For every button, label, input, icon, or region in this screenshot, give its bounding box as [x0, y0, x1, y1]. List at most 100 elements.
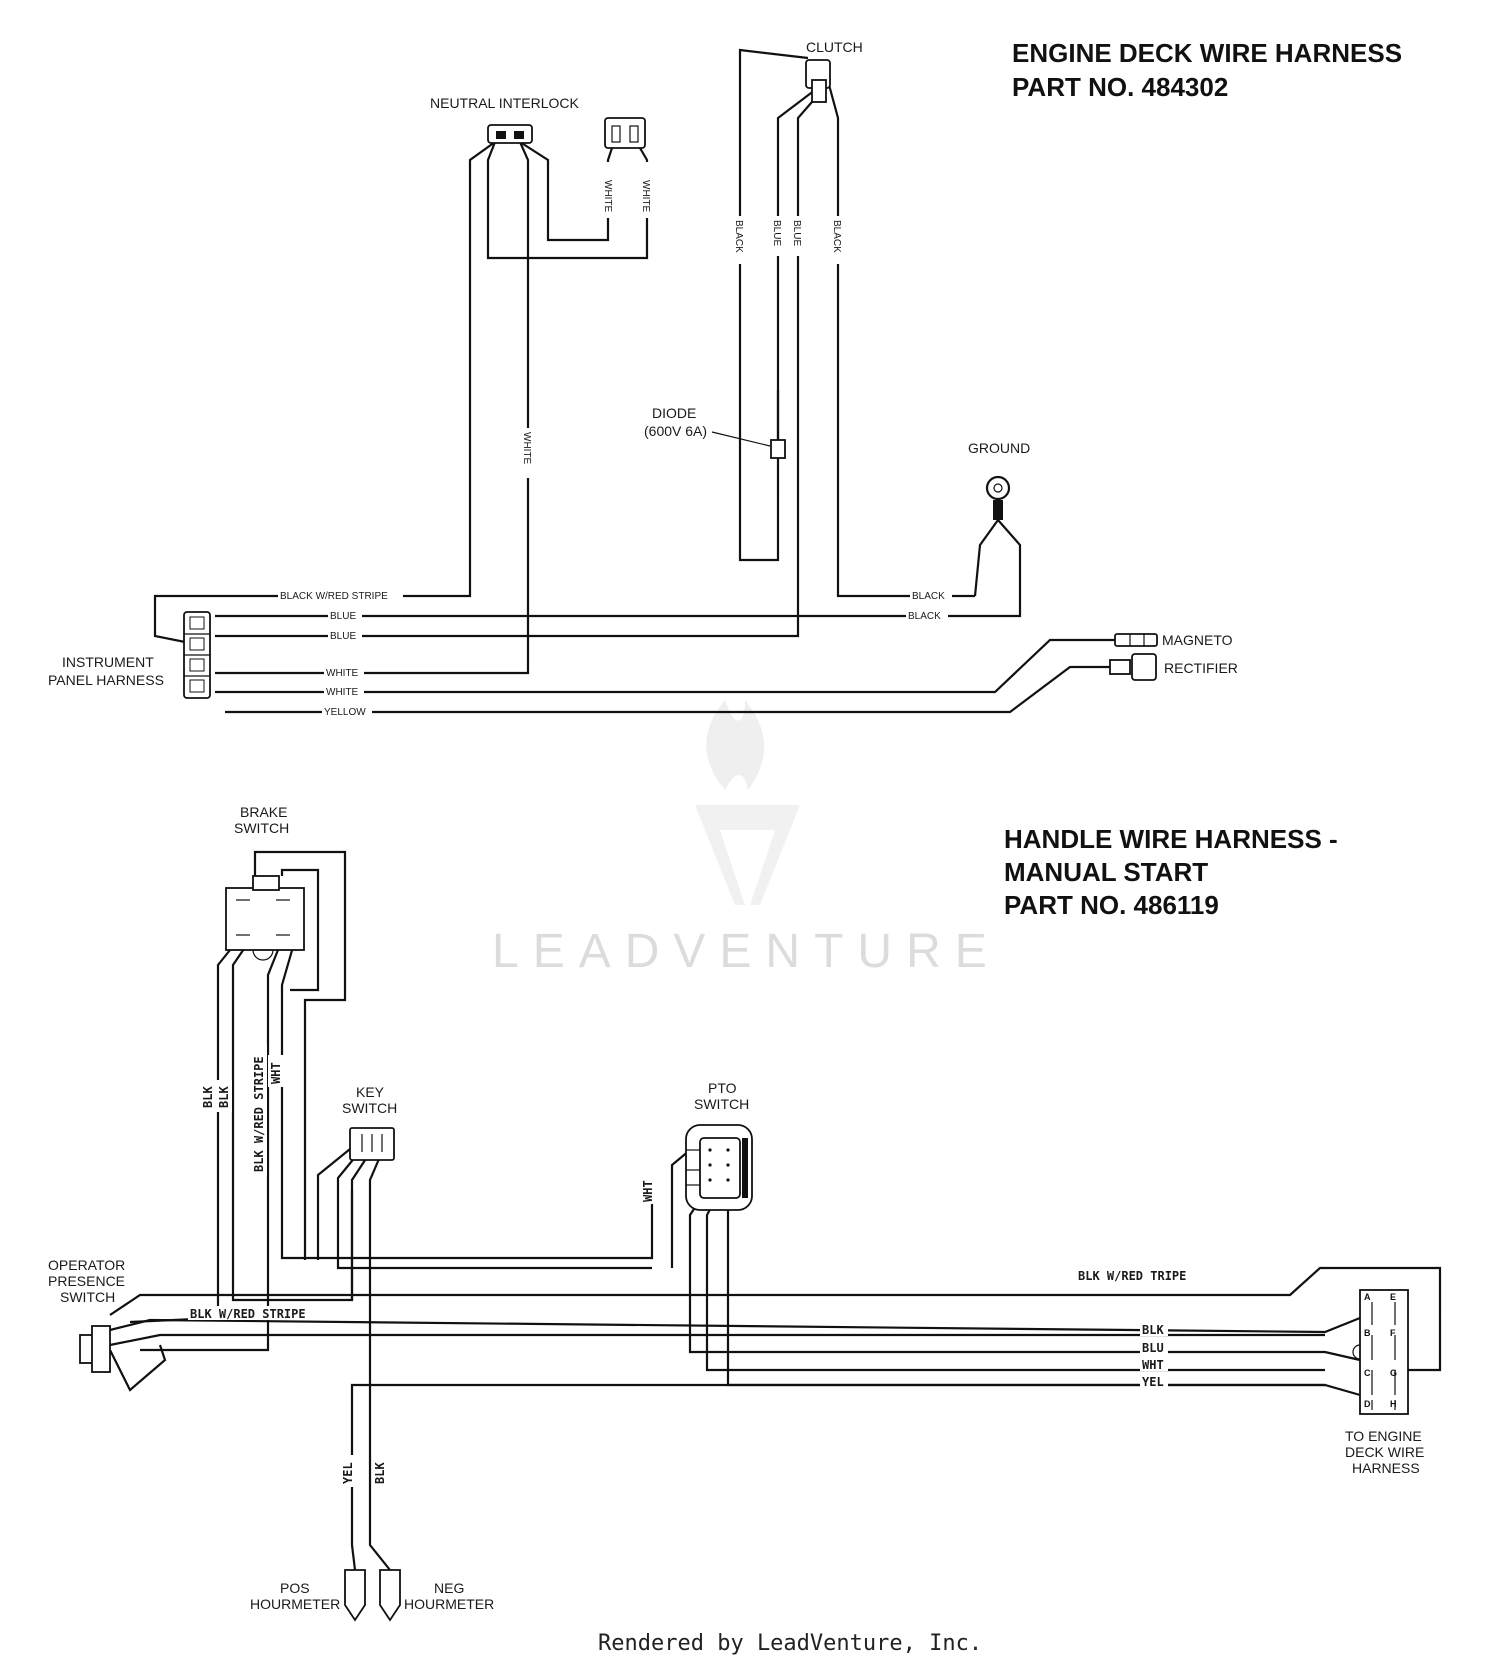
- operator-presence-label-line2: PRESENCE: [48, 1273, 125, 1289]
- instrument-panel-label-line1: INSTRUMENT: [62, 654, 154, 670]
- engine-wire-labels: WHITE WHITE WHITE BLACK BLUE BLUE BLACK …: [278, 162, 952, 718]
- operator-presence-label-line1: OPERATOR: [48, 1257, 125, 1273]
- wire-label-black-ground-1: BLACK: [912, 591, 945, 602]
- wire-label-yellow: YELLOW: [324, 707, 366, 718]
- wire-label-black-ground-2: BLACK: [908, 611, 941, 622]
- wire-label-blk-brake-1: BLK: [201, 1086, 215, 1108]
- pin-e: E: [1390, 1292, 1396, 1302]
- rectifier-label: RECTIFIER: [1164, 660, 1238, 676]
- wire-pto-3: [726, 1200, 1361, 1397]
- pin-d: D: [1364, 1399, 1371, 1409]
- wire-operator-loop: [109, 1344, 167, 1392]
- wire-brake-wht: [280, 939, 654, 1260]
- pin-f: F: [1390, 1328, 1396, 1338]
- rectifier-connector: [1109, 653, 1157, 681]
- wire-pto-1: [688, 1199, 1361, 1362]
- wire-pto-2: [705, 1199, 1325, 1372]
- pin-b: B: [1364, 1328, 1371, 1338]
- pin-h: H: [1390, 1399, 1397, 1409]
- wire-operator-blk: [109, 1316, 1361, 1334]
- wire-label-blk-brake-2: BLK: [217, 1086, 231, 1108]
- clutch-connector: [805, 59, 831, 103]
- brake-switch-label-line2: SWITCH: [234, 820, 289, 836]
- wire-clutch-blue-1: [776, 89, 816, 440]
- footer-credit: Rendered by LeadVenture, Inc.: [598, 1631, 982, 1656]
- wire-key-2: [336, 1144, 652, 1270]
- wire-ground-black-2: [215, 519, 1022, 618]
- wire-label-blue-2: BLUE: [330, 631, 356, 642]
- diode-component: [711, 390, 786, 500]
- wire-black-red-stripe: [153, 141, 496, 645]
- wire-white-to-instrument: [215, 141, 530, 675]
- magneto-connector: [1114, 633, 1158, 647]
- wire-label-white-2: WHITE: [640, 180, 651, 213]
- watermark-text: LEADVENTURE: [492, 925, 1001, 978]
- engine-deck-title-line1: ENGINE DECK WIRE HARNESS: [1012, 38, 1402, 68]
- wire-white-magneto: [215, 638, 1115, 694]
- wire-label-white-instr-2: WHITE: [326, 687, 359, 698]
- pto-switch: [685, 1124, 753, 1211]
- wire-clutch-black-2: [823, 69, 975, 598]
- wire-clutch-black-loop: [738, 48, 809, 562]
- wire-label-wht-brake: WHT: [269, 1062, 283, 1084]
- wire-interlock-white-loop: [486, 141, 649, 260]
- neg-hourmeter-label-line2: HOURMETER: [404, 1596, 494, 1612]
- wire-label-blk-hourmeter: BLK: [373, 1462, 387, 1484]
- wire-clutch-blue-2: [215, 94, 819, 638]
- to-engine-label-line3: HARNESS: [1352, 1460, 1420, 1476]
- handle-title-line1: HANDLE WIRE HARNESS -: [1004, 824, 1338, 854]
- wire-operator-blk-red-long: [109, 1266, 1442, 1372]
- wire-yel-hourmeter: [350, 1383, 1325, 1571]
- wire-brake-blk-2: [231, 939, 354, 1302]
- wire-interlock-white-loop-2: [519, 141, 614, 242]
- pin-g: G: [1390, 1368, 1397, 1378]
- ground-label: GROUND: [968, 440, 1030, 456]
- instrument-panel-connector: [183, 611, 211, 699]
- handle-title-line3: PART NO. 486119: [1004, 890, 1219, 920]
- neutral-interlock-connector-right: [604, 117, 646, 149]
- wire-operator-blk-2: [109, 1333, 1325, 1347]
- to-engine-label-line1: TO ENGINE: [1345, 1428, 1422, 1444]
- handle-wire-labels: BLK BLK BLK W/RED STRIPE WHT WHT YEL BLK…: [188, 1045, 1210, 1487]
- neutral-interlock-connector-left: [487, 124, 533, 144]
- magneto-label: MAGNETO: [1162, 632, 1233, 648]
- pos-hourmeter-terminal: [344, 1569, 366, 1622]
- wire-label-black-red-stripe: BLACK W/RED STRIPE: [280, 591, 388, 602]
- clutch-label: CLUTCH: [806, 39, 863, 55]
- wire-label-blk-deck: BLK: [1142, 1323, 1164, 1337]
- wire-yellow-rectifier: [225, 665, 1110, 714]
- watermark-logo: [695, 700, 800, 905]
- operator-presence-label-line3: SWITCH: [60, 1289, 115, 1305]
- wire-brake-loop: [253, 850, 347, 1260]
- wire-label-blk-red-tripe: BLK W/RED TRIPE: [1078, 1269, 1186, 1283]
- to-engine-label-line2: DECK WIRE: [1345, 1444, 1424, 1460]
- brake-switch: [225, 875, 305, 961]
- pos-hourmeter-label-line2: HOURMETER: [250, 1596, 340, 1612]
- wire-label-yel-deck: YEL: [1142, 1375, 1164, 1389]
- pto-switch-label-line1: PTO: [708, 1080, 737, 1096]
- wire-label-white-1: WHITE: [602, 180, 613, 213]
- wire-label-blue-clutch-2: BLUE: [791, 220, 802, 246]
- operator-presence-switch: [79, 1325, 111, 1373]
- key-switch: [349, 1127, 395, 1161]
- wire-label-black-clutch-2: BLACK: [831, 220, 842, 253]
- wire-label-wht-pto: WHT: [641, 1180, 655, 1202]
- pto-switch-label-line2: SWITCH: [694, 1096, 749, 1112]
- brake-switch-label-line1: BRAKE: [240, 804, 287, 820]
- ground-ring-terminal: [985, 475, 1011, 520]
- engine-deck-title-line2: PART NO. 484302: [1012, 72, 1228, 102]
- neg-hourmeter-label-line1: NEG: [434, 1580, 464, 1596]
- wire-brake-blk-red: [140, 939, 284, 1352]
- wire-label-blk-red-stripe-horizontal: BLK W/RED STRIPE: [190, 1307, 306, 1321]
- engine-deck-connector: [1352, 1289, 1409, 1415]
- neg-hourmeter-terminal: [379, 1569, 401, 1622]
- wire-label-yel-hourmeter: YEL: [341, 1462, 355, 1484]
- wire-pto-wht-down: [670, 1149, 691, 1268]
- wire-label-white-3: WHITE: [521, 432, 532, 465]
- instrument-panel-label-line2: PANEL HARNESS: [48, 672, 164, 688]
- wire-brake-loop-2: [280, 868, 320, 992]
- wire-label-white-instr-1: WHITE: [326, 668, 359, 679]
- pin-a: A: [1364, 1292, 1371, 1302]
- wire-brake-blk-1: [129, 939, 239, 1324]
- wire-label-wht-deck: WHT: [1142, 1358, 1164, 1372]
